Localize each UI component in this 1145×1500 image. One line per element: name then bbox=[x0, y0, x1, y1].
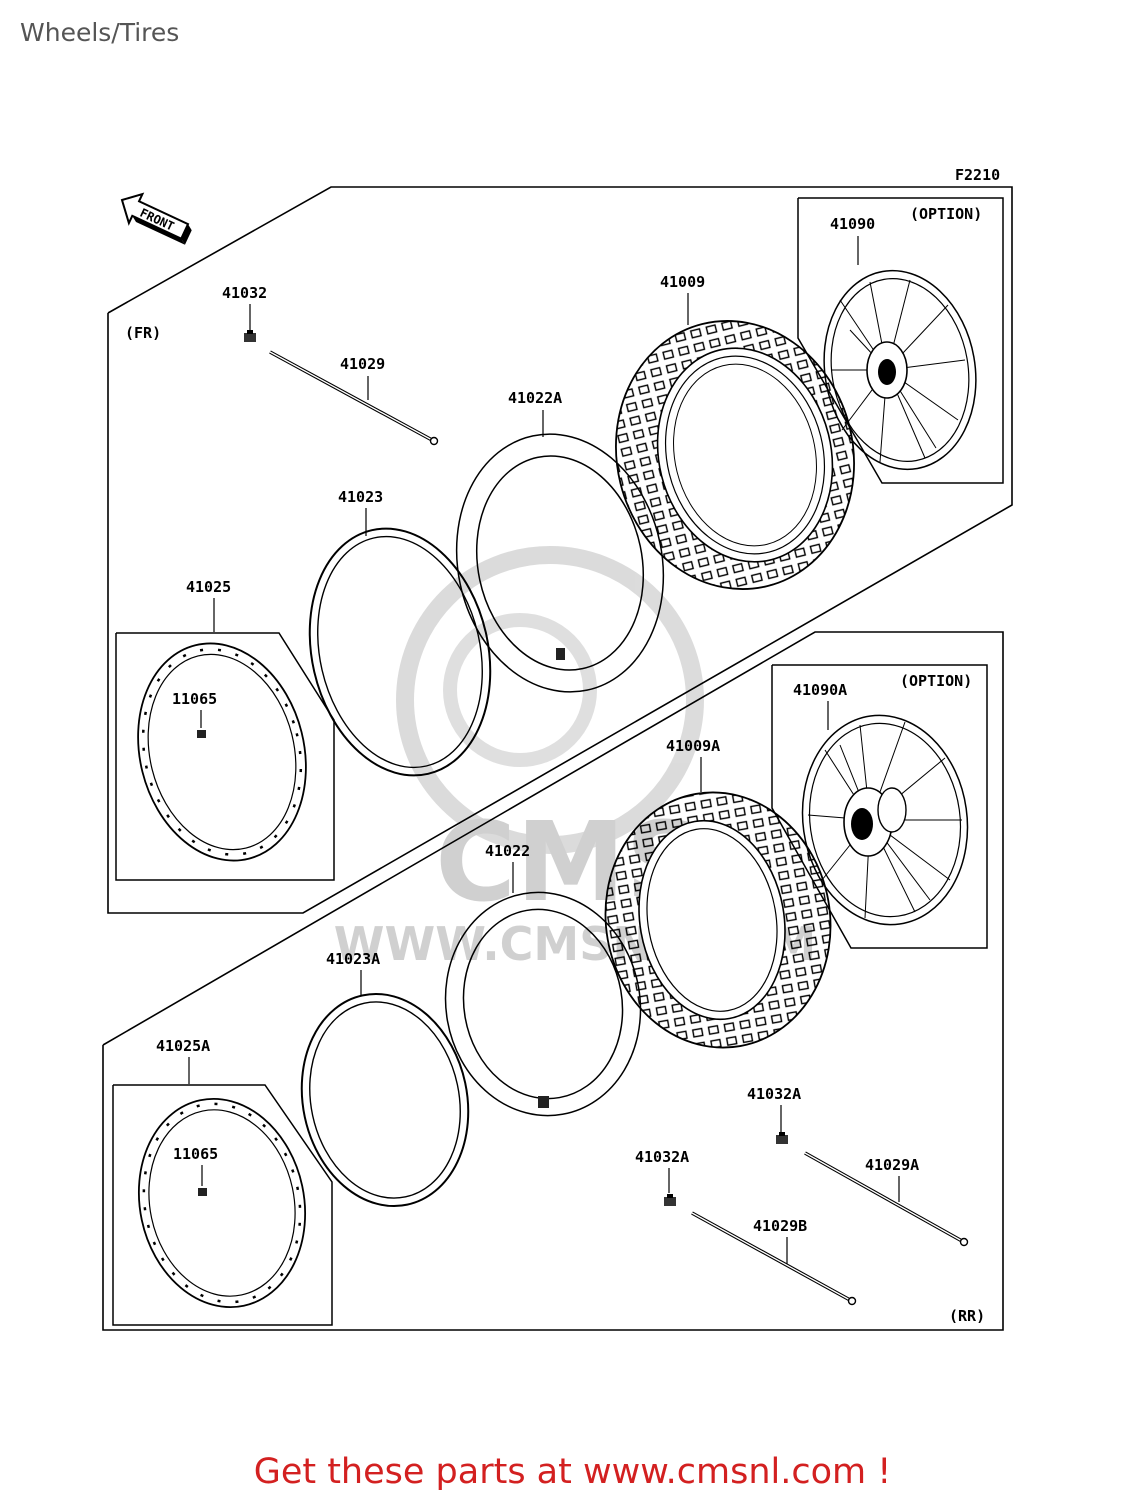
rim-box-front bbox=[115, 632, 335, 881]
nipple-11065-rear[interactable] bbox=[198, 1188, 207, 1196]
part-label-41090A[interactable]: 41090A bbox=[793, 681, 847, 699]
spoke-41029A[interactable] bbox=[804, 1151, 969, 1247]
tire-41009[interactable] bbox=[588, 295, 882, 614]
valve-nut-41032[interactable] bbox=[244, 330, 256, 342]
front-arrow-icon: FRONT bbox=[120, 192, 192, 245]
rim-band-41023[interactable] bbox=[286, 510, 514, 793]
part-label-41029A[interactable]: 41029A bbox=[865, 1156, 919, 1174]
valve-nut-41032A-lower[interactable] bbox=[664, 1194, 676, 1206]
part-label-41023A[interactable]: 41023A bbox=[326, 950, 380, 968]
footer-cta-link[interactable]: Get these parts at www.cmsnl.com ! bbox=[253, 1452, 892, 1492]
part-label-11065-rear[interactable]: 11065 bbox=[173, 1145, 218, 1163]
tire-41009A[interactable] bbox=[585, 774, 850, 1065]
part-label-41029[interactable]: 41029 bbox=[340, 355, 385, 373]
part-label-41090[interactable]: 41090 bbox=[830, 215, 875, 233]
spoke-41029[interactable] bbox=[269, 350, 439, 446]
part-label-41009[interactable]: 41009 bbox=[660, 273, 705, 291]
part-label-11065-front[interactable]: 11065 bbox=[172, 690, 217, 708]
part-label-41022A[interactable]: 41022A bbox=[508, 389, 562, 407]
option-label-front: (OPTION) bbox=[910, 205, 982, 223]
rim-41025[interactable] bbox=[116, 625, 328, 878]
rim-band-41023A[interactable] bbox=[283, 978, 488, 1221]
wheel-41090A[interactable] bbox=[789, 705, 981, 936]
spoke-41029B[interactable] bbox=[691, 1211, 857, 1306]
option-label-rear: (OPTION) bbox=[900, 672, 972, 690]
part-label-41022[interactable]: 41022 bbox=[485, 842, 530, 860]
part-label-41025A[interactable]: 41025A bbox=[156, 1037, 210, 1055]
part-label-41029B[interactable]: 41029B bbox=[753, 1217, 807, 1235]
rim-box-rear bbox=[112, 1084, 333, 1326]
part-label-41032A-lower[interactable]: 41032A bbox=[635, 1148, 689, 1166]
part-label-41009A[interactable]: 41009A bbox=[666, 737, 720, 755]
option-frame-rear bbox=[771, 664, 988, 949]
rim-41025A[interactable] bbox=[120, 1083, 324, 1323]
tube-41022[interactable] bbox=[428, 877, 658, 1131]
nipple-11065-front[interactable] bbox=[197, 730, 206, 738]
section-rear-label: (RR) bbox=[949, 1307, 985, 1325]
diagram-code: F2210 bbox=[955, 166, 1000, 184]
wheel-41090[interactable] bbox=[809, 258, 991, 481]
section-front-label: (FR) bbox=[125, 324, 161, 342]
option-frame-front bbox=[797, 197, 1004, 484]
front-frame bbox=[107, 186, 1013, 914]
page-title: Wheels/Tires bbox=[20, 18, 180, 47]
part-label-41023[interactable]: 41023 bbox=[338, 488, 383, 506]
rear-frame bbox=[102, 631, 1004, 1331]
valve-nut-41032A-upper[interactable] bbox=[776, 1132, 788, 1144]
part-label-41032[interactable]: 41032 bbox=[222, 284, 267, 302]
part-label-41025[interactable]: 41025 bbox=[186, 578, 231, 596]
part-label-41032A-upper[interactable]: 41032A bbox=[747, 1085, 801, 1103]
